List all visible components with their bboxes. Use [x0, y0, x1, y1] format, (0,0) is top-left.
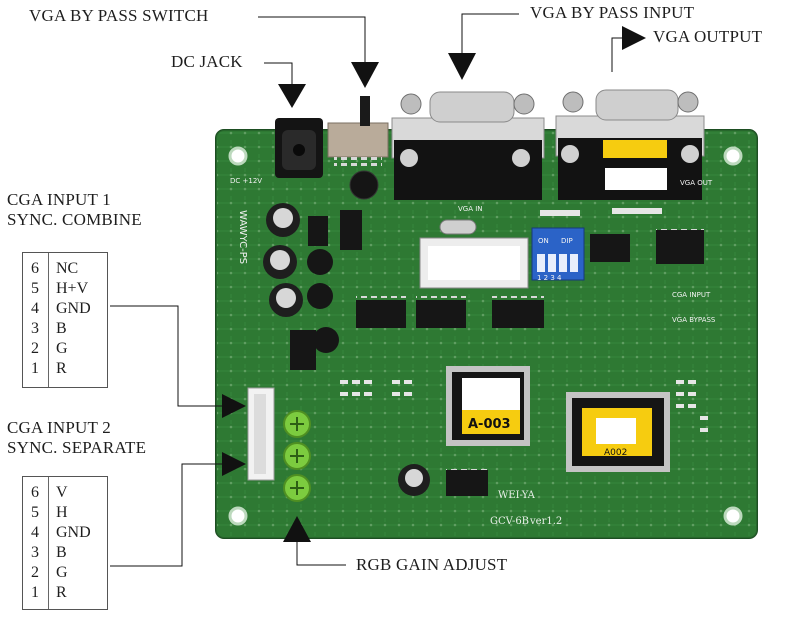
leader-cga-input-2 [110, 463, 224, 567]
pin-signal: B [56, 544, 67, 561]
label-cga-input-1-sync: SYNC. COMBINE [7, 210, 142, 229]
pin-number: 5 [31, 504, 39, 521]
pin-number: 4 [31, 524, 39, 541]
silk-dip-numbers: 1 2 3 4 [537, 274, 562, 282]
arrow-bypass-switch [351, 62, 379, 88]
pin-signal: B [56, 320, 67, 337]
capacitors [263, 203, 430, 496]
silk-model: GCV-6B [490, 516, 529, 527]
label-dc-jack: DC JACK [171, 52, 243, 71]
label-cga-input-1: CGA INPUT 1 [7, 190, 111, 209]
pin-number: 2 [31, 340, 39, 357]
rgb-gain-pots [283, 410, 311, 502]
leader-vga-output [611, 37, 622, 72]
silk-cga-input: CGA INPUT [672, 291, 711, 299]
bypass-switch-component [327, 96, 389, 167]
silk-vga-in: VGA IN [458, 205, 483, 213]
pin-signal: R [56, 360, 67, 377]
chip-a002 [566, 392, 670, 472]
pin-number: 5 [31, 280, 39, 297]
arrow-dc-jack [278, 84, 306, 108]
silk-brand: WEI-YA [498, 490, 536, 501]
pin-signal: V [56, 484, 68, 501]
cga-header-connector [247, 387, 275, 481]
arrow-vga-output [622, 26, 646, 50]
pin-signal: NC [56, 260, 79, 277]
pin-number: 3 [31, 320, 39, 337]
leader-bypass-switch [258, 16, 366, 64]
dip-socket-ic [419, 219, 529, 289]
chip-a002-label: A002 [604, 448, 627, 458]
arrow-rgb-gain [283, 516, 311, 542]
silk-dip-dip: DIP [561, 237, 573, 245]
vga-bypass-input-connector [391, 91, 545, 200]
pin-number: 6 [31, 484, 39, 501]
chip-a003 [446, 366, 530, 446]
arrow-cga-input-1 [222, 394, 246, 418]
pin-number: 6 [31, 260, 39, 277]
label-cga-input-2: CGA INPUT 2 [7, 418, 111, 437]
label-vga-bypass-switch: VGA BY PASS SWITCH [29, 6, 209, 25]
silk-vga-out: VGA OUT [680, 179, 713, 187]
pin-number: 1 [31, 360, 39, 377]
label-cga-input-2-sync: SYNC. SEPARATE [7, 438, 147, 457]
pin-signal: G [56, 340, 68, 357]
pin-number: 3 [31, 544, 39, 561]
silk-dc: DC +12V [230, 177, 262, 185]
leader-bypass-input [461, 13, 519, 55]
pin-signal: GND [56, 524, 91, 541]
label-vga-output: VGA OUTPUT [653, 27, 763, 46]
pin-signal: R [56, 584, 67, 601]
pin-signal: GND [56, 300, 91, 317]
label-vga-bypass-input: VGA BY PASS INPUT [530, 3, 695, 22]
vga-output-connector [555, 89, 705, 200]
chip-a003-label: A-003 [468, 417, 511, 432]
pin-number: 4 [31, 300, 39, 317]
pin-signal: H [56, 504, 68, 521]
leader-cga-input-1 [110, 305, 224, 407]
arrow-cga-input-2 [222, 452, 246, 476]
silk-side: WAWYC-PS [237, 210, 248, 264]
pin-signal: G [56, 564, 68, 581]
pin-signal: H+V [56, 280, 89, 297]
leader-rgb-gain [296, 540, 346, 566]
silk-version: ver1.2 [529, 516, 562, 527]
arrow-bypass-input [448, 53, 476, 80]
mounting-holes [228, 146, 743, 526]
label-rgb-gain-adjust: RGB GAIN ADJUST [356, 555, 508, 574]
pin-number: 2 [31, 564, 39, 581]
pin-number: 1 [31, 584, 39, 601]
silk-vga-bypass: VGA BYPASS [672, 316, 716, 324]
silk-dip-on: ON [538, 237, 549, 245]
dip-switch-component [531, 227, 585, 281]
leader-dc-jack [264, 62, 293, 86]
dc-jack-component [275, 118, 323, 178]
